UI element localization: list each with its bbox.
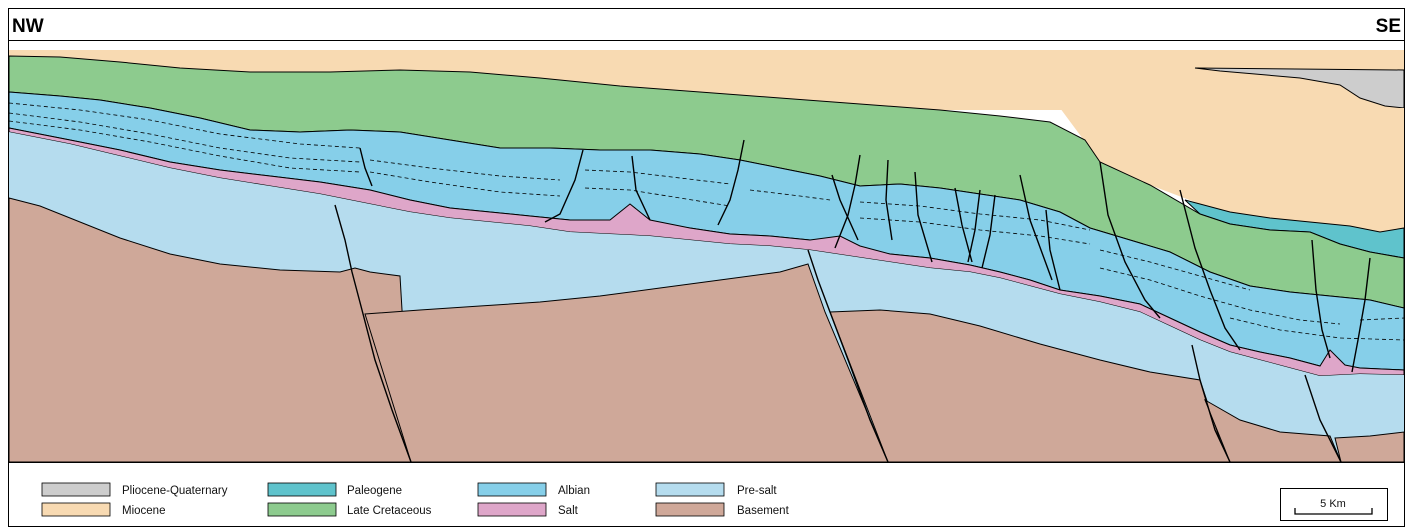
legend-swatch-pliocene-quaternary [41, 482, 111, 497]
fault [1351, 257, 1371, 373]
legend-swatch-paleogene [267, 482, 337, 497]
legend: Pliocene-Quaternary Miocene Paleogene La… [41, 482, 790, 517]
section-panel [8, 40, 1405, 463]
fault [967, 189, 981, 263]
fault [544, 149, 584, 223]
legend-label-late-cretaceous: Late Cretaceous [347, 505, 432, 517]
fault [834, 154, 861, 249]
fault [1099, 161, 1161, 319]
fault [359, 147, 373, 187]
fault [1191, 344, 1231, 463]
legend-swatch-albian [477, 482, 547, 497]
fault [631, 155, 651, 221]
legend-label-albian: Albian [558, 485, 590, 497]
scale-bar-label: 5 Km [1320, 498, 1346, 510]
legend-swatch-basement [655, 502, 725, 517]
legend-label-miocene: Miocene [122, 505, 165, 517]
fault [831, 174, 859, 241]
faults [334, 139, 1371, 463]
fault [807, 249, 889, 463]
layer-salt [8, 127, 1405, 377]
scale-bar: 5 Km [1280, 488, 1388, 521]
legend-label-pliocene-quaternary: Pliocene-Quaternary [122, 485, 228, 497]
orientation-left-label: NW [12, 16, 44, 37]
layer-miocene [1060, 108, 1404, 232]
legend-swatch-miocene [41, 502, 111, 517]
fault [1304, 374, 1342, 463]
albian-reflectors [8, 102, 1405, 341]
legend-swatch-pre-salt [655, 482, 725, 497]
fault [1311, 239, 1331, 359]
fault [334, 204, 412, 463]
fault [1045, 209, 1061, 291]
fault [1179, 189, 1241, 351]
fault [717, 139, 745, 226]
fault [914, 171, 933, 263]
fault [885, 159, 893, 241]
fault [981, 194, 996, 269]
scale-bar-line [1294, 508, 1373, 515]
legend-label-pre-salt: Pre-salt [737, 485, 777, 497]
scale-bar-frame [1280, 488, 1388, 521]
legend-swatch-salt [477, 502, 547, 517]
fault [954, 187, 973, 263]
layer-pliocene-quaternary [1194, 67, 1405, 109]
orientation-right-label: SE [1376, 16, 1401, 37]
legend-swatch-late-cretaceous [267, 502, 337, 517]
legend-label-paleogene: Paleogene [347, 485, 402, 497]
legend-label-salt: Salt [558, 505, 579, 517]
fault [1019, 174, 1053, 281]
layer-basement [1334, 431, 1405, 463]
legend-label-basement: Basement [737, 505, 790, 517]
